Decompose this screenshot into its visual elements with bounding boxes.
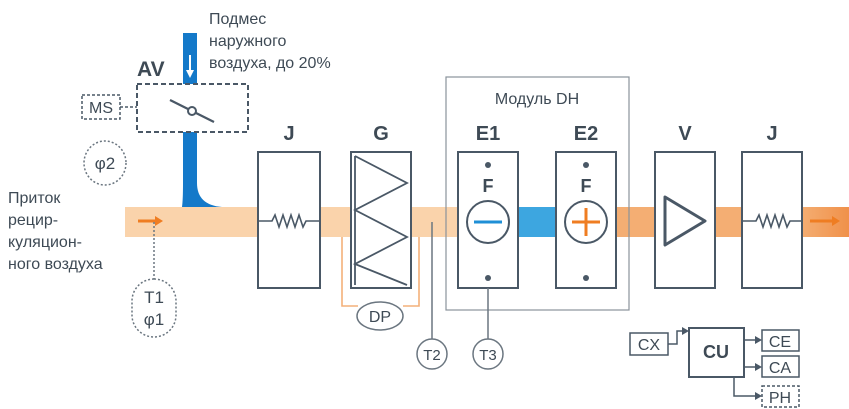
- component-g-exchanger: [350, 151, 412, 289]
- cu-to-ph-arrow: [733, 377, 762, 400]
- inlet-label: Приток рецир- куляцион- ного воздуха: [8, 190, 103, 273]
- module-dh-frame: [445, 76, 630, 311]
- fan-triangle-icon: [663, 195, 707, 247]
- e2-f-label: F: [581, 176, 592, 196]
- dp-label: DP: [369, 309, 391, 326]
- inlet-arrow-icon: [138, 216, 163, 226]
- exchanger-zigzag-icon: [352, 155, 409, 286]
- ph-label: PH: [769, 390, 791, 407]
- t2-label: T2: [423, 347, 441, 364]
- t1-phi1-sensor: [131, 278, 177, 338]
- fresh-air-note: Подмес наружного воздуха, до 20%: [209, 11, 331, 72]
- cx-to-cu-arrow: [668, 327, 689, 345]
- ca-label: CA: [769, 360, 792, 377]
- cu-box: [688, 327, 745, 378]
- filter2-symbol-icon: [742, 212, 802, 230]
- e2-top-dot: [583, 162, 589, 168]
- phi2-sensor: [83, 140, 127, 186]
- e1-top-dot: [485, 162, 491, 168]
- e1-bottom-dot: [485, 275, 491, 281]
- dp-tubing: [341, 237, 420, 307]
- cu-label: CU: [703, 342, 729, 362]
- module-dh-label: Модуль DH: [495, 91, 579, 108]
- t1-label: T1: [144, 288, 164, 307]
- component-j2-filter: [741, 151, 803, 289]
- ms-label: MS: [89, 100, 113, 117]
- component-e2-label: E2: [574, 123, 598, 145]
- component-j2-label: J: [766, 123, 777, 145]
- component-g-label: G: [373, 123, 389, 145]
- fresh-air-pipe: [182, 33, 222, 207]
- cx-label: CX: [638, 337, 661, 354]
- e1-f-label: F: [483, 176, 494, 196]
- ce-box: [761, 329, 800, 352]
- t3-sensor: [472, 338, 504, 370]
- duct-segment-post-dh: [610, 207, 660, 237]
- cu-to-ca-arrow: [744, 363, 762, 371]
- cold-air-segment: [515, 207, 560, 237]
- t2-sensor: [416, 338, 448, 370]
- phi2-label: φ2: [95, 154, 115, 173]
- ce-label: CE: [769, 334, 791, 351]
- damper-label: AV: [137, 58, 165, 81]
- ph-box: [761, 385, 800, 408]
- t3-label: T3: [479, 347, 497, 364]
- component-j-label: J: [283, 123, 294, 145]
- fresh-air-arrow-icon: [186, 55, 194, 78]
- outlet-arrow-icon: [810, 216, 840, 226]
- component-v-label: V: [678, 123, 692, 145]
- damper-blade-icon: [169, 99, 215, 123]
- filter-symbol-icon: [258, 212, 320, 230]
- duct-segment-fan: [715, 207, 745, 237]
- phi1-label: φ1: [144, 310, 164, 329]
- e2-bottom-dot: [583, 275, 589, 281]
- cu-to-ce-arrow: [744, 336, 762, 344]
- ca-box: [761, 355, 800, 378]
- component-e1-label: E1: [476, 123, 500, 145]
- dp-sensor: [356, 301, 404, 331]
